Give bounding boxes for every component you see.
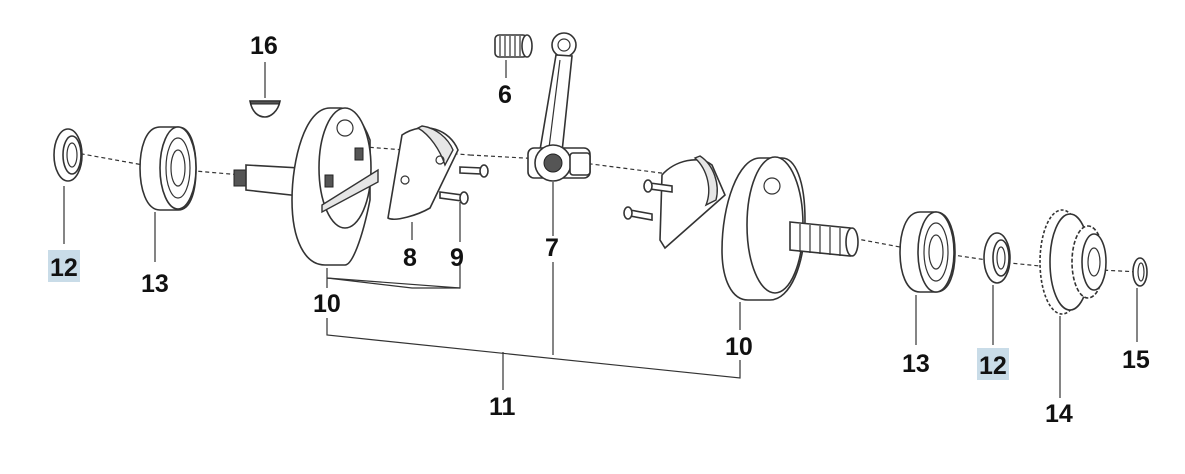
label-flywheel-right: 10 bbox=[725, 333, 753, 361]
connecting-rod bbox=[527, 32, 591, 182]
label-cover-plate: 8 bbox=[403, 244, 417, 272]
balance-cover-plate-right bbox=[659, 155, 726, 250]
label-needle-bearing: 6 bbox=[498, 81, 512, 109]
label-highlight-seal-right bbox=[977, 348, 1009, 380]
ball-bearing-left bbox=[139, 126, 197, 211]
label-seal-right: 12 bbox=[979, 352, 1007, 380]
flywheel-half-left bbox=[233, 107, 379, 266]
woodruff-key bbox=[249, 100, 281, 118]
screw-upper-right bbox=[643, 179, 673, 193]
label-seal-left: 12 bbox=[50, 254, 78, 282]
balance-cover-plate-left bbox=[387, 125, 459, 220]
needle-roller-bearing bbox=[494, 34, 533, 58]
label-flywheel-left: 10 bbox=[313, 290, 341, 318]
circlip bbox=[1132, 257, 1148, 287]
oil-seal-right bbox=[983, 232, 1011, 284]
label-crankshaft-assembly: 11 bbox=[489, 393, 516, 421]
screw-lower-right bbox=[623, 206, 653, 221]
drive-gear bbox=[1039, 209, 1107, 315]
label-gear: 14 bbox=[1045, 400, 1073, 428]
label-bearing-right: 13 bbox=[902, 350, 930, 378]
label-highlight-seal-left bbox=[48, 250, 80, 282]
screw-lower-left bbox=[439, 191, 469, 205]
label-screw: 9 bbox=[450, 244, 464, 272]
label-conrod: 7 bbox=[545, 234, 559, 262]
ball-bearing-right bbox=[899, 211, 956, 293]
label-circlip: 15 bbox=[1122, 346, 1150, 374]
label-key: 16 bbox=[250, 32, 278, 60]
assembly-axis-line bbox=[59, 141, 1141, 273]
leader-lines bbox=[63, 60, 1138, 398]
label-bearing-left: 13 bbox=[141, 270, 169, 298]
screw-upper-left bbox=[459, 164, 489, 178]
oil-seal-left bbox=[53, 128, 83, 182]
flywheel-half-right bbox=[721, 156, 859, 301]
